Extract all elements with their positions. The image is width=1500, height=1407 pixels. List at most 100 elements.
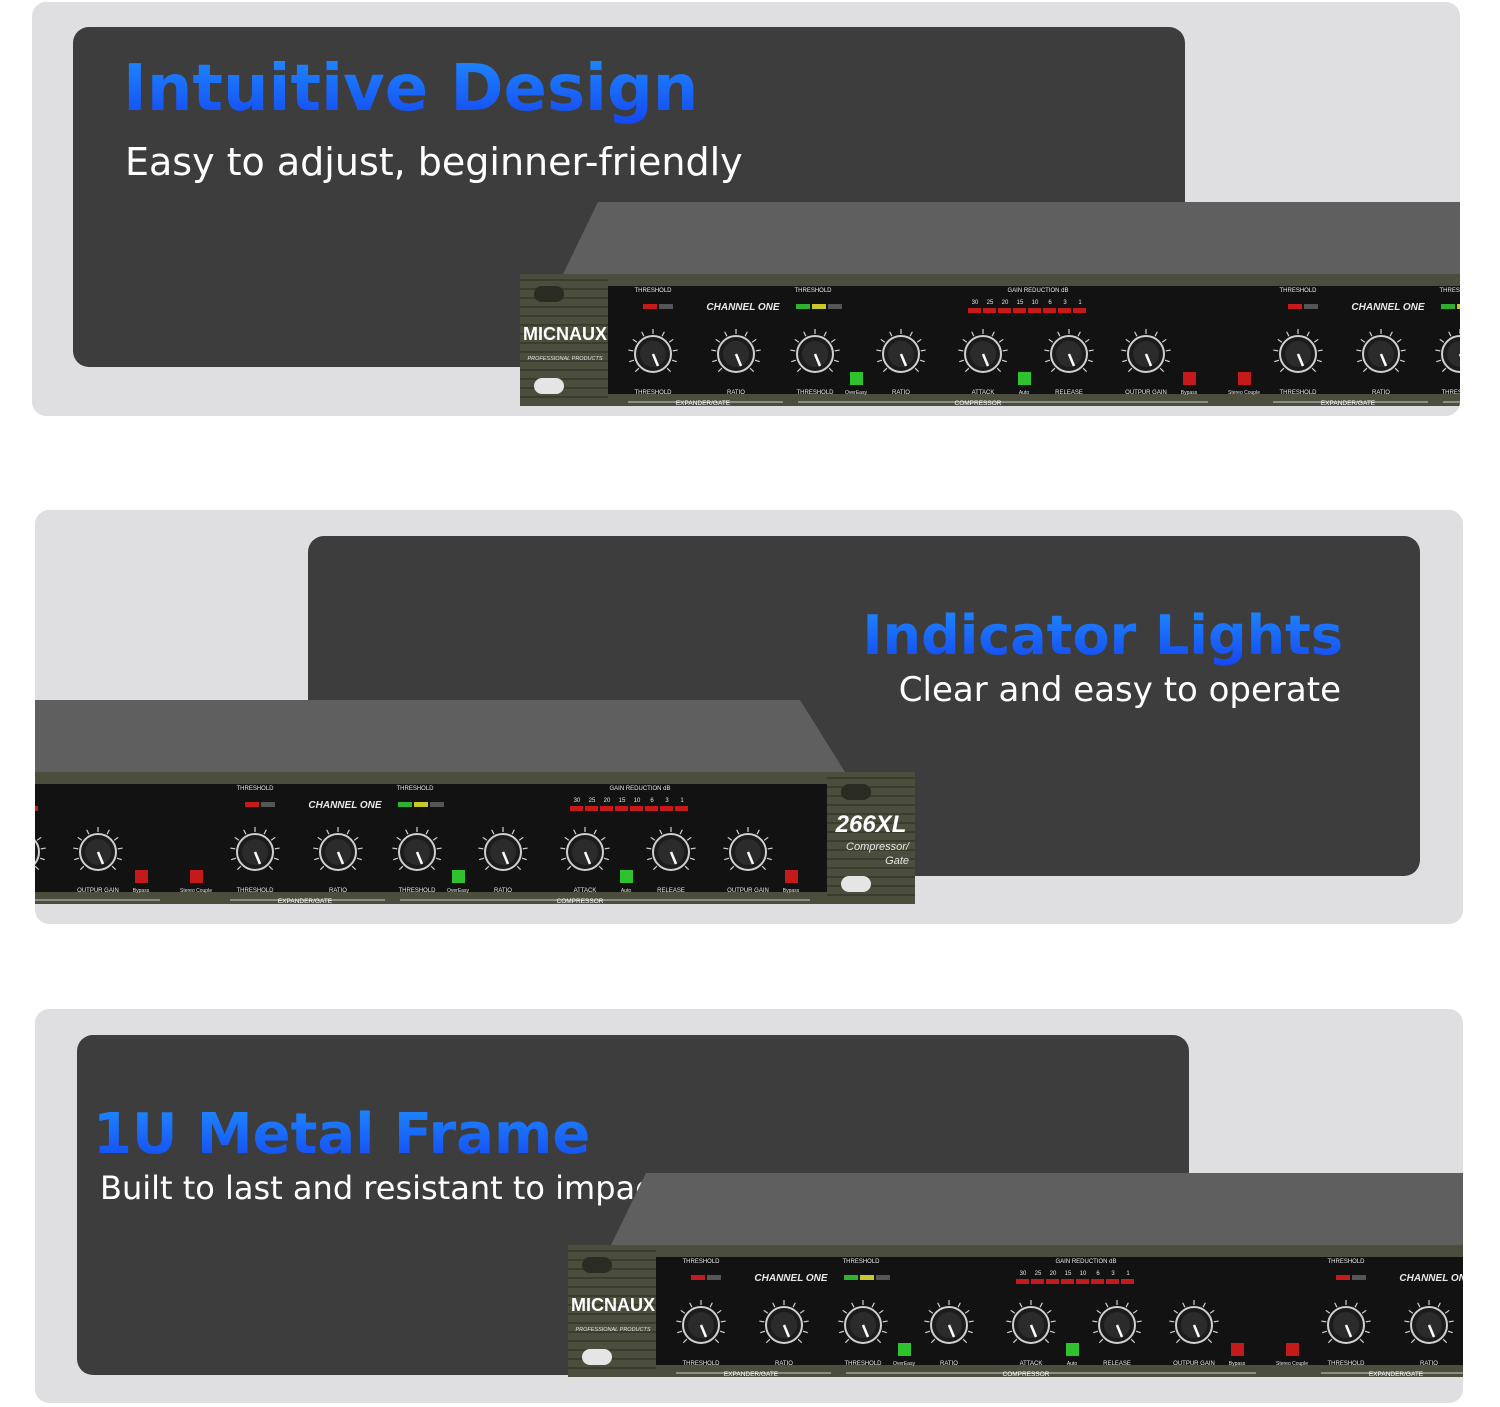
knob-tick [666, 367, 672, 373]
knob-tick [516, 865, 522, 871]
meter-segment [414, 802, 428, 807]
knob-pointer [336, 851, 345, 865]
knob-tick [791, 359, 797, 363]
knob-tick [1122, 359, 1128, 363]
knob-label: RATIO [1420, 1361, 1438, 1367]
bypass-label: Bypass [783, 888, 800, 894]
control-panel [35, 784, 830, 892]
knob-tick [802, 1330, 808, 1334]
auto-label: Auto [1067, 1361, 1078, 1367]
knob-tick [231, 857, 237, 861]
knob-tick [1364, 1330, 1370, 1334]
knob-tick [690, 847, 696, 850]
knob-tick [719, 1330, 725, 1334]
knob-tick [353, 836, 359, 841]
knob-tick [632, 338, 638, 343]
meter-segment [600, 806, 613, 811]
knob-tick [723, 847, 729, 850]
threshold-heading: THRESHOLD [634, 288, 672, 294]
knob-tick [736, 829, 740, 835]
knob-pointer [1067, 353, 1076, 367]
meter-segment [844, 1275, 858, 1280]
knob-tick [522, 847, 528, 850]
model-desc-1: Compressor/ [846, 841, 910, 853]
knob-tick [274, 847, 280, 850]
knob-tick [1273, 349, 1279, 352]
feature-title-3: 1U Metal Frame [93, 1102, 591, 1167]
knob-tick [263, 829, 267, 835]
knob-tick [659, 829, 663, 835]
knob-tick [86, 829, 90, 835]
knob-tick [1357, 359, 1363, 363]
knob-tick [1125, 1302, 1129, 1308]
knob-label: THRESHOLD [1279, 390, 1317, 396]
knob-tick [799, 1309, 805, 1314]
knob-pointer [651, 353, 660, 367]
knob-label: RELEASE [657, 888, 685, 894]
knob-tick [959, 359, 965, 363]
knob-tick [478, 847, 484, 850]
rack-slot [534, 378, 564, 394]
knob-tick [792, 1302, 796, 1308]
rack-slot [582, 1257, 612, 1273]
knob-pointer [981, 353, 990, 367]
threshold-heading: THRESHOLD [682, 1259, 720, 1265]
gr-scale-label: 30 [574, 798, 581, 804]
knob-tick [1092, 1320, 1098, 1323]
rack-slot [534, 286, 564, 302]
knob-pointer [947, 1324, 956, 1338]
knob-tick [432, 836, 438, 841]
knob-tick [1437, 1302, 1441, 1308]
knob-tick [1317, 349, 1323, 352]
knob-tick [430, 865, 436, 871]
knob-tick [720, 1320, 726, 1323]
knob-label: ATTACK [972, 390, 995, 396]
knob-tick [1400, 349, 1406, 352]
knob-tick [1098, 1338, 1104, 1344]
knob-tick [1361, 1309, 1367, 1314]
knob-pointer [899, 353, 908, 367]
knob-tick [1436, 359, 1442, 363]
knob-tick [1039, 1302, 1043, 1308]
knob-tick [479, 857, 485, 861]
meter-segment [35, 806, 38, 811]
knob-tick [1327, 1338, 1333, 1344]
knob-tick [1010, 1309, 1016, 1314]
knob-tick [1311, 367, 1317, 373]
knob-tick [833, 359, 839, 363]
knob-tick [1019, 1302, 1023, 1308]
knob-tick [797, 1338, 803, 1344]
meter-segment [1031, 1279, 1044, 1284]
knob-tick [511, 829, 515, 835]
knob-tick [1399, 359, 1405, 363]
meter-segment [261, 802, 275, 807]
knob-tick [1134, 331, 1138, 337]
knob-pointer [1344, 1324, 1353, 1338]
rack-ear [827, 772, 915, 904]
knob-tick [113, 836, 119, 841]
knob-tick [1404, 1320, 1410, 1323]
knob-tick [689, 1302, 693, 1308]
knob-tick [1006, 1320, 1012, 1323]
knob-tick [36, 836, 42, 841]
knob-tick [876, 349, 882, 352]
threshold-heading: THRESHOLD [1279, 288, 1317, 294]
knob-tick [1286, 331, 1290, 337]
section-band-3: 1U Metal Frame Built to last and resista… [35, 1009, 1463, 1403]
knob-tick [598, 865, 604, 871]
knob-tick [760, 1330, 766, 1334]
knob-tick [1448, 331, 1452, 337]
compressor-label: COMPRESSOR [955, 400, 1002, 407]
knob-tick [521, 857, 527, 861]
knob-tick [1321, 1320, 1327, 1323]
knob-tick [765, 1338, 771, 1344]
knob-tick [759, 1320, 765, 1323]
bypass-label: Bypass [133, 888, 150, 894]
channel-label: CHANNEL ONE [706, 302, 779, 313]
gr-scale-label: 1 [1078, 300, 1082, 306]
knob-tick [561, 857, 567, 861]
knob-tick [830, 338, 836, 343]
